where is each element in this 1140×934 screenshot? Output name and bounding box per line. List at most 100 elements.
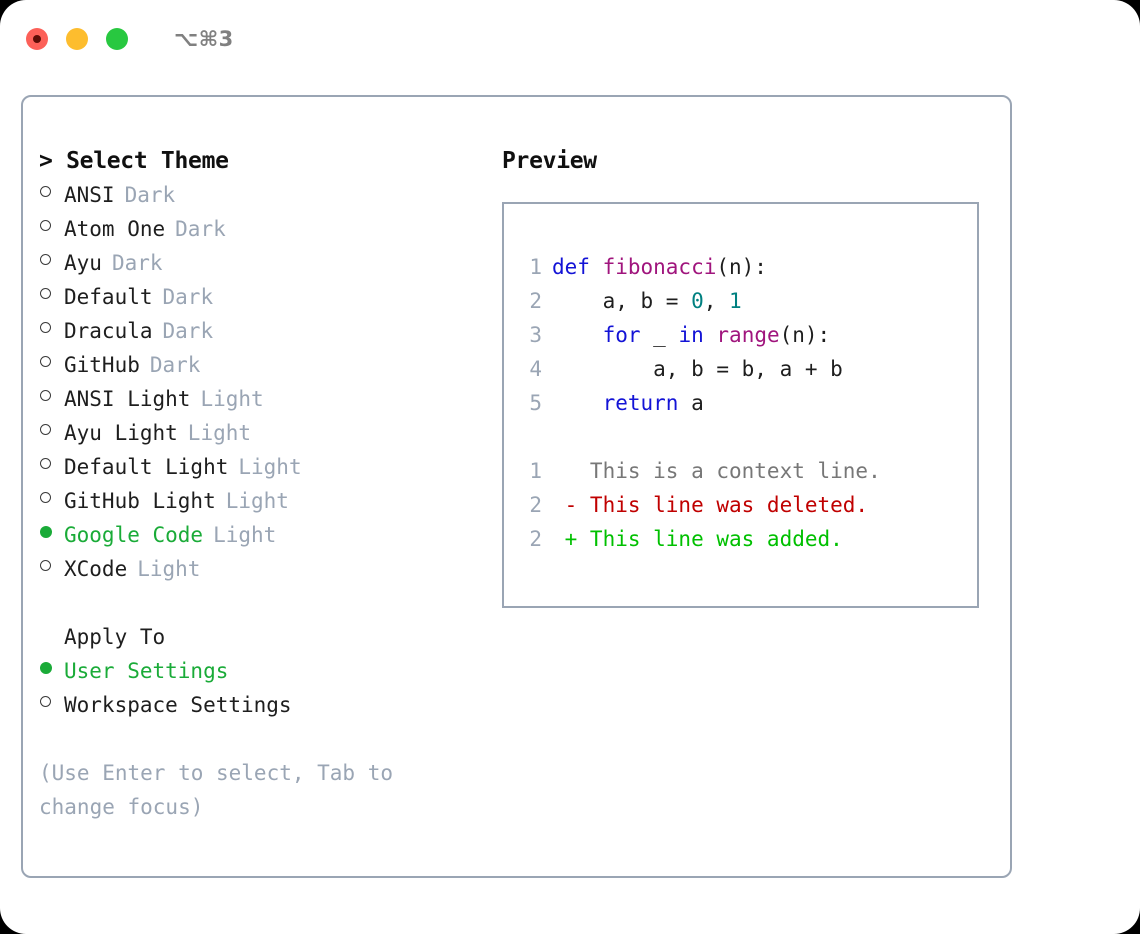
line-number: 2 xyxy=(529,493,542,517)
code-token-plain: _ xyxy=(640,323,679,347)
diff-line-text: - This line was deleted. xyxy=(552,493,869,517)
theme-item-label: GitHub xyxy=(64,353,140,377)
code-token-plain xyxy=(704,323,717,347)
theme-item-ayu[interactable]: Ayu Dark xyxy=(39,246,489,280)
code-line-text: return a xyxy=(552,386,704,420)
theme-item-variant-label: Dark xyxy=(149,353,201,377)
diff-line-add: 2 + This line was added. xyxy=(516,522,969,556)
code-token-num: 1 xyxy=(729,289,742,313)
theme-item-variant-label: Light xyxy=(213,523,277,547)
code-diff-separator xyxy=(516,420,969,454)
theme-item-label: Ayu Light xyxy=(64,421,178,445)
code-token-kw: def xyxy=(552,255,603,279)
diff-line-del: 2 - This line was deleted. xyxy=(516,488,969,522)
code-token-kw: in xyxy=(678,323,704,347)
line-number: 2 xyxy=(529,289,542,313)
line-number: 3 xyxy=(529,323,542,347)
line-number: 5 xyxy=(529,391,542,415)
line-number: 1 xyxy=(529,459,542,483)
theme-item-atom-one[interactable]: Atom One Dark xyxy=(39,212,489,246)
theme-item-variant-label: Dark xyxy=(175,217,226,241)
preview-header: Preview xyxy=(502,148,597,174)
section-spacer xyxy=(39,586,489,620)
code-token-plain: a xyxy=(678,391,704,415)
code-line: 2 a, b = 0, 1 xyxy=(516,284,969,318)
code-token-plain: a, b = xyxy=(552,289,692,313)
line-number: 1 xyxy=(529,255,542,279)
keyboard-shortcut-label: ⌥⌘3 xyxy=(174,27,234,51)
theme-item-label: Atom One xyxy=(64,217,166,241)
theme-item-variant-label: Dark xyxy=(162,319,214,343)
code-line: 5 return a xyxy=(516,386,969,420)
code-token-num: 0 xyxy=(691,289,704,313)
select-theme-header: > Select Theme xyxy=(39,148,229,174)
window-controls xyxy=(26,28,128,50)
theme-item-label: Ayu xyxy=(64,251,102,275)
apply-to-item-user-settings[interactable]: User Settings xyxy=(39,654,489,688)
code-token-kw: for xyxy=(602,323,641,347)
theme-item-variant-label: Dark xyxy=(124,183,176,207)
code-token-plain: a, b = b, a + b xyxy=(552,357,843,381)
theme-item-label: Default Light xyxy=(64,455,229,479)
keyboard-hint-text: (Use Enter to select, Tab to change focu… xyxy=(39,761,406,819)
line-number: 4 xyxy=(529,357,542,381)
apply-to-item-label: Workspace Settings xyxy=(64,693,292,717)
theme-item-label: ANSI xyxy=(64,183,115,207)
theme-item-label: GitHub Light xyxy=(64,489,216,513)
theme-item-label: ANSI Light xyxy=(64,387,191,411)
theme-item-default-light[interactable]: Default Light Light xyxy=(39,450,489,484)
apply-to-item-label: User Settings xyxy=(64,659,229,683)
theme-item-default[interactable]: Default Dark xyxy=(39,280,489,314)
maximize-button[interactable] xyxy=(106,28,128,50)
theme-item-ansi[interactable]: ANSI Dark xyxy=(39,178,489,212)
code-token-plain: (n): xyxy=(716,255,767,279)
code-token-plain xyxy=(552,391,603,415)
code-token-plain xyxy=(552,323,603,347)
theme-item-variant-label: Light xyxy=(137,557,201,581)
code-line: 4 a, b = b, a + b xyxy=(516,352,969,386)
apply-to-item-workspace-settings[interactable]: Workspace Settings xyxy=(39,688,489,722)
code-line-text: a, b = 0, 1 xyxy=(552,284,742,318)
theme-item-dracula[interactable]: Dracula Dark xyxy=(39,314,489,348)
code-token-kw: return xyxy=(602,391,679,415)
code-token-plain: (n): xyxy=(779,323,831,347)
code-line: 1 def fibonacci(n): xyxy=(516,250,969,284)
code-line-text: def fibonacci(n): xyxy=(552,250,767,284)
diff-line-text: This is a context line. xyxy=(552,459,881,483)
theme-item-ayu-light[interactable]: Ayu Light Light xyxy=(39,416,489,450)
theme-item-variant-label: Light xyxy=(238,455,302,479)
theme-item-variant-label: Light xyxy=(225,489,289,513)
code-line-text: a, b = b, a + b xyxy=(552,352,843,386)
theme-item-variant-label: Dark xyxy=(162,285,214,309)
theme-item-variant-label: Dark xyxy=(111,251,163,275)
theme-item-github-light[interactable]: GitHub Light Light xyxy=(39,484,489,518)
minimize-button[interactable] xyxy=(66,28,88,50)
theme-item-ansi-light[interactable]: ANSI Light Light xyxy=(39,382,489,416)
theme-item-label: Dracula xyxy=(64,319,153,343)
code-token-fn: range xyxy=(716,323,780,347)
code-line: 3 for _ in range(n): xyxy=(516,318,969,352)
theme-item-variant-label: Light xyxy=(200,387,264,411)
close-button[interactable] xyxy=(26,28,48,50)
theme-item-variant-label: Light xyxy=(187,421,252,445)
code-token-fn: fibonacci xyxy=(602,255,717,279)
diff-line-text: + This line was added. xyxy=(552,527,843,551)
code-line-text: for _ in range(n): xyxy=(552,318,831,352)
theme-item-label: Default xyxy=(64,285,153,309)
theme-item-github[interactable]: GitHub Dark xyxy=(39,348,489,382)
line-number: 2 xyxy=(529,527,542,551)
diff-line-context: 1 This is a context line. xyxy=(516,454,969,488)
apply-to-header: Apply To xyxy=(64,625,166,649)
title-bar: ⌥⌘3 xyxy=(0,0,1140,78)
code-token-plain: , xyxy=(703,289,730,313)
